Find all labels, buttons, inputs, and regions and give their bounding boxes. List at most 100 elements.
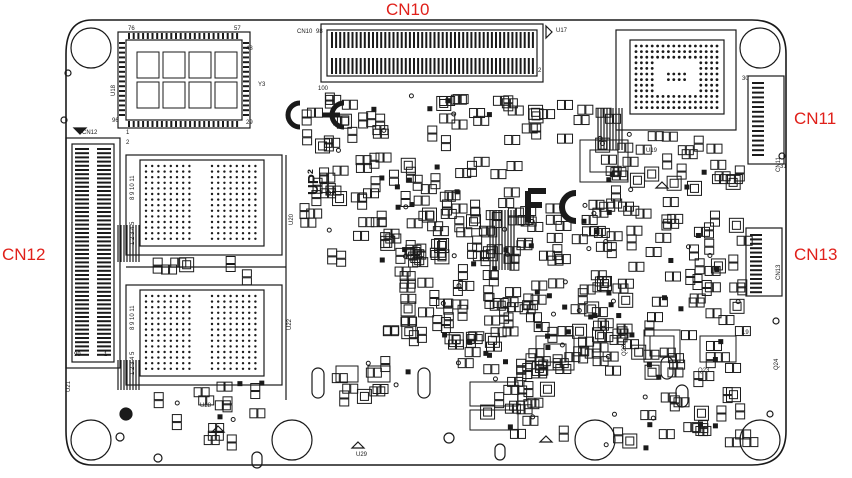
bga-ball (217, 176, 220, 179)
bga-ball (163, 232, 166, 235)
bga-ball (144, 181, 148, 184)
passive-pad (427, 125, 438, 134)
passive-pad (618, 167, 627, 178)
passive-pad (443, 306, 454, 315)
cpu-bga-ball (640, 100, 643, 104)
passive-pad (735, 429, 744, 440)
passive-pad (676, 171, 687, 180)
filled-pad (647, 422, 653, 428)
passive-pad (485, 341, 494, 352)
passive-pad (439, 113, 448, 124)
bga-ball (144, 362, 148, 365)
passive-pad (454, 216, 465, 225)
bga-ball (175, 311, 179, 314)
bga-ball (151, 311, 154, 314)
silk-pin-2: 2 (538, 68, 542, 74)
bga-ball (188, 345, 191, 348)
qfp-lead (243, 94, 249, 97)
ic-footprint-inner (439, 98, 449, 108)
bga-ball (188, 192, 191, 196)
bga-ball (210, 164, 214, 168)
qfp-lead (226, 33, 229, 39)
passive-pad (503, 384, 512, 395)
cpu-bga-ball (677, 100, 681, 104)
passive-pad (467, 242, 478, 251)
bga-ball (151, 345, 154, 348)
passive-pad (694, 258, 705, 267)
passive-pad (506, 161, 515, 172)
bga-ball (235, 345, 238, 348)
passive-pad (500, 297, 509, 308)
bga-ball (229, 300, 232, 303)
cn13-pin (750, 234, 762, 236)
cn10-pin (482, 32, 485, 48)
filled-pad (486, 112, 492, 118)
cn10-pin (437, 32, 440, 48)
passive-pad (610, 351, 619, 362)
cn12-pin (97, 324, 111, 327)
u22-bga-body (139, 289, 265, 377)
bga-ball (163, 237, 166, 240)
cn12-pin (97, 236, 111, 239)
bga-ball (144, 367, 148, 370)
bga-ball (144, 176, 148, 179)
cn12-pin (75, 185, 89, 188)
qfp-lead (175, 33, 177, 39)
bga-ball (235, 204, 238, 207)
oval-slot (311, 367, 325, 399)
cn11-label: CN11 (794, 109, 837, 128)
cn10-pin (429, 58, 432, 74)
passive-pad (651, 349, 660, 360)
cn12-pin (75, 211, 89, 213)
passive-pad (554, 232, 563, 243)
filled-pad (592, 313, 598, 319)
passive-pad (472, 243, 483, 252)
bga-ball (182, 198, 185, 201)
cn10-pin (408, 58, 411, 74)
cn12-pin (97, 307, 111, 310)
passive-pad (477, 108, 486, 119)
inductor-core (543, 343, 567, 363)
cpu-bga-ball (645, 89, 649, 93)
bga-ball (241, 362, 245, 365)
passive-pad (425, 277, 434, 288)
bga-ball (241, 294, 245, 298)
bga-ball (254, 187, 257, 190)
passive-pad (514, 302, 523, 313)
passive-pad (491, 364, 500, 375)
bga-ball (223, 317, 226, 320)
via (456, 283, 462, 289)
bga-ball (223, 339, 226, 342)
bga-ball (157, 294, 160, 298)
bga-ball (175, 345, 179, 348)
cn12-pin (75, 156, 89, 159)
ic-footprint (336, 113, 352, 129)
bga-ball (175, 181, 179, 184)
bga-ball (235, 187, 238, 190)
qfp-lead (119, 51, 125, 54)
passive-pad (539, 280, 548, 291)
filled-pad (528, 243, 534, 249)
bga-ball (254, 237, 257, 240)
passive-pad (606, 231, 615, 242)
cn10-pin (343, 58, 346, 74)
passive-pad (429, 297, 440, 306)
passive-pad (510, 297, 519, 308)
passive-pad (689, 149, 698, 160)
cpu-bga-ball (704, 100, 708, 104)
bga-ball (248, 317, 251, 320)
bga-ball (144, 209, 148, 212)
bga-ball (163, 192, 166, 196)
bga-ball (254, 339, 257, 342)
ic-footprint-inner (403, 304, 413, 314)
bga-ball (151, 181, 154, 184)
ic-footprint (618, 292, 634, 308)
passive-pad (671, 218, 680, 229)
cn12-pin (97, 152, 111, 155)
silk-pin-31: 31 (780, 164, 787, 170)
filled-pad (442, 332, 448, 338)
passive-pad (443, 298, 452, 309)
bga-ball (163, 345, 166, 348)
cn10-pin (396, 58, 399, 74)
passive-pad (737, 287, 748, 296)
